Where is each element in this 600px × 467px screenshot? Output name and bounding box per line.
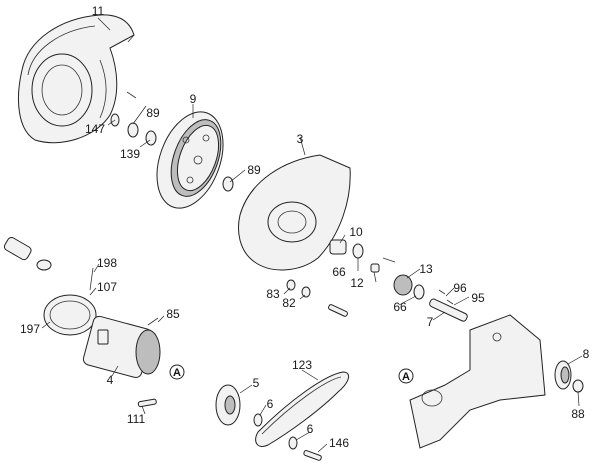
washer-6-and-bolt-146-parts [288,436,322,461]
part-label-146: 146 [329,436,349,450]
pulley-5-part [215,384,263,427]
blower-back-plate-part [238,154,351,271]
part-label-198: 198 [97,256,117,270]
part-label-5: 5 [253,376,260,390]
part-label-107: 107 [97,280,117,294]
tube-part [3,236,52,271]
blower-housing-part [17,14,135,144]
part-label-147: 147 [85,122,105,136]
part-label-6-lower: 6 [307,422,314,436]
fan-wheel-part [156,111,224,209]
part-label-111: 111 [127,412,146,426]
part-label-66-upper: 66 [332,265,346,279]
part-label-197: 197 [20,322,40,336]
part-label-3: 3 [297,132,304,146]
part-label-11: 11 [92,4,105,18]
clamp-band-part [43,267,97,336]
part-label-12: 12 [350,276,364,290]
part-label-96: 96 [453,281,467,295]
part-label-82: 82 [282,296,296,310]
part-label-6-upper: 6 [267,397,274,411]
part-label-95: 95 [471,291,485,305]
part-label-123: 123 [292,358,312,372]
drive-belt-part [255,371,350,447]
part-label-8: 8 [583,347,590,361]
part-label-89-upper: 89 [146,106,160,120]
part-label-13: 13 [419,262,433,276]
part-label-9: 9 [190,92,197,106]
bolt-and-nut-parts [286,279,348,317]
reference-marker-a-motor-text: A [173,367,181,379]
part-label-139: 139 [120,147,140,161]
part-number-labels: 11 9 89 147 139 89 3 10 13 66 12 83 82 6… [20,4,590,450]
part-label-85: 85 [166,307,180,321]
motor-part [82,315,161,408]
reference-marker-a-bracket-text: A [402,371,410,383]
leader-lines [41,17,583,453]
mounting-bracket-part [409,314,546,449]
part-label-10: 10 [349,225,363,239]
part-label-4: 4 [107,373,114,387]
shaft-assembly-parts [329,239,468,322]
part-label-88: 88 [571,407,585,421]
reference-marker-a-motor: A [169,364,185,380]
part-label-7: 7 [427,315,434,329]
part-label-66-lower: 66 [393,300,407,314]
part-label-89-lower: 89 [247,163,261,177]
part-label-83: 83 [266,287,280,301]
reference-marker-a-bracket: A [398,368,414,384]
pulley-8-part [554,360,584,393]
